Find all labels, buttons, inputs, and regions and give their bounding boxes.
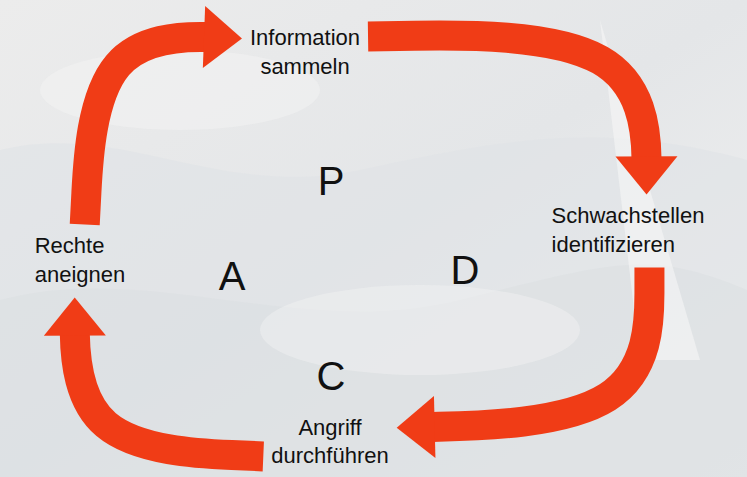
arrow-head — [397, 396, 436, 458]
arrow-body — [397, 268, 650, 428]
phase-letter: P — [318, 161, 345, 201]
step-text: Information sammeln — [250, 24, 360, 81]
arrow-head — [44, 298, 106, 336]
step-label: Information sammeln — [250, 24, 360, 81]
step-label: Schwachstellen identifizieren — [552, 202, 705, 259]
arrow-head — [615, 156, 677, 194]
arrow-body — [75, 298, 264, 457]
cycle-arrow — [368, 35, 677, 194]
step-text: Schwachstellen identifizieren — [552, 202, 705, 259]
cycle-arrow — [85, 6, 242, 224]
step-text: Rechte aneignen — [35, 232, 126, 289]
step-text: Angriff durchführen — [271, 414, 388, 471]
arrow-body — [368, 35, 647, 194]
cycle-arrow — [397, 268, 650, 458]
phase-letter: D — [451, 250, 480, 290]
cycle-arrow — [44, 298, 263, 457]
phase-letter: A — [219, 256, 246, 296]
step-label: Angriff durchführen — [271, 414, 388, 471]
step-label: Rechte aneignen — [35, 232, 126, 289]
arrow-head — [203, 6, 242, 68]
phase-letter: C — [317, 356, 346, 396]
arrow-body — [85, 37, 242, 224]
